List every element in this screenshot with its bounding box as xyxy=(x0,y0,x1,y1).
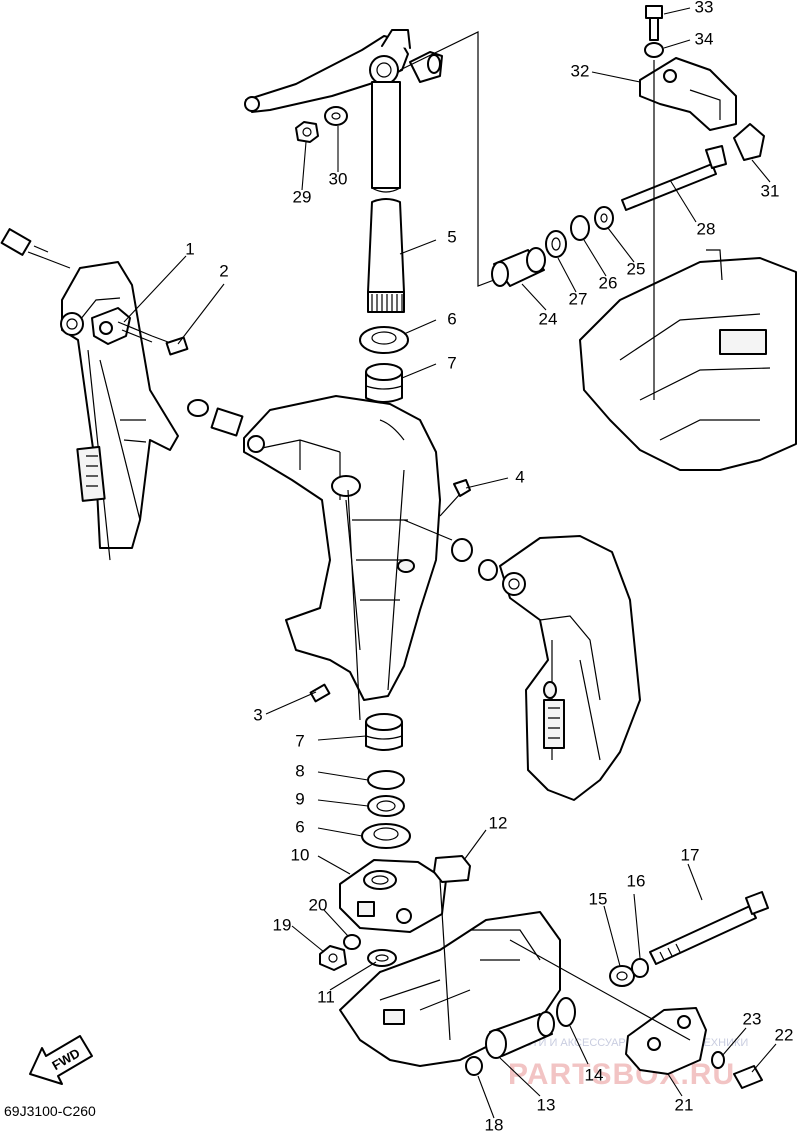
part-7-bushing-lower xyxy=(365,713,403,751)
callout-23: 23 xyxy=(743,1009,762,1028)
callout-16: 16 xyxy=(627,871,646,890)
part-25-washer xyxy=(594,206,614,230)
part-14-ring xyxy=(556,997,576,1027)
part-6-thrust-washer-upper xyxy=(359,326,409,354)
callout-17: 17 xyxy=(681,845,700,864)
callout-9: 9 xyxy=(295,789,304,808)
callout-34: 34 xyxy=(695,29,714,48)
callout-13: 13 xyxy=(537,1095,556,1114)
callout-numbers: 1234567789610111213141516171819202122232… xyxy=(185,0,793,1132)
callout-5: 5 xyxy=(447,227,456,246)
callout-26: 26 xyxy=(599,273,618,292)
callout-29: 29 xyxy=(293,187,312,206)
callout-18: 18 xyxy=(485,1115,504,1132)
part-27-washer xyxy=(545,230,567,258)
part-13-damper xyxy=(485,1011,555,1059)
part-19-nut xyxy=(319,945,347,971)
callout-4: 4 xyxy=(515,467,524,486)
tilt-tube-bushing xyxy=(187,399,498,581)
callout-6: 6 xyxy=(447,309,456,328)
part-5-steering-shaft xyxy=(367,81,405,313)
part-24-mount-damper xyxy=(491,247,546,287)
callout-1: 1 xyxy=(185,239,194,258)
part-17-bolt xyxy=(649,891,769,965)
callout-33: 33 xyxy=(695,0,714,16)
swivel-bracket xyxy=(243,395,441,701)
callout-3: 3 xyxy=(253,705,262,724)
part-31-cap xyxy=(733,123,765,161)
part-7-bushing-upper xyxy=(365,363,403,403)
watermark-logo: PARTSBOX.RU xyxy=(508,1058,735,1091)
part-15-washer xyxy=(609,965,635,987)
callout-11: 11 xyxy=(317,987,335,1006)
part-2-screw xyxy=(151,335,189,356)
upper-mount-base xyxy=(579,249,797,471)
callout-7: 7 xyxy=(295,731,304,750)
part-22-bolt xyxy=(733,1065,763,1089)
callout-14: 14 xyxy=(585,1065,604,1084)
part-26-washer xyxy=(570,215,590,241)
callout-15: 15 xyxy=(589,889,608,908)
callout-8: 8 xyxy=(295,761,304,780)
part-21-bracket xyxy=(625,1007,707,1075)
part-16-nut xyxy=(631,958,649,978)
part-10-lower-mount-bracket xyxy=(339,859,447,933)
trim-sensor-connector xyxy=(0,228,153,345)
callout-27: 27 xyxy=(569,289,588,308)
part-8-o-ring xyxy=(367,770,405,790)
callout-10: 10 xyxy=(291,845,310,864)
part-11-clip xyxy=(367,949,397,967)
leader-lines xyxy=(123,7,777,1119)
callout-6: 6 xyxy=(295,817,304,836)
callout-20: 20 xyxy=(309,895,328,914)
part-29-nut xyxy=(295,121,319,143)
right-clamp-bracket xyxy=(499,535,641,801)
callout-32: 32 xyxy=(571,61,590,80)
callout-22: 22 xyxy=(775,1025,794,1044)
callout-31: 31 xyxy=(761,181,780,200)
part-4-grease-nipple xyxy=(439,479,471,517)
callout-30: 30 xyxy=(329,169,348,188)
callout-7: 7 xyxy=(447,353,456,372)
fwd-arrow-icon: FWD xyxy=(29,1035,93,1085)
left-clamp-bracket xyxy=(60,261,179,561)
part-18-washer xyxy=(465,1056,483,1076)
part-9-washer xyxy=(367,795,405,817)
callout-2: 2 xyxy=(219,261,228,280)
part-30-washer xyxy=(324,106,348,126)
callout-21: 21 xyxy=(675,1095,694,1114)
callout-25: 25 xyxy=(627,259,646,278)
part-12-stopper xyxy=(433,855,471,883)
part-3-screw xyxy=(309,683,331,703)
part-34-washer xyxy=(644,42,664,58)
part-32-upper-mount-bracket xyxy=(639,57,737,131)
steering-arm xyxy=(244,29,443,113)
part-33-bolt xyxy=(645,5,663,41)
callout-12: 12 xyxy=(489,813,508,832)
part-20-washer xyxy=(343,934,361,950)
callout-24: 24 xyxy=(539,309,558,328)
callout-28: 28 xyxy=(697,219,716,238)
diagram-code: 69J3100-C260 xyxy=(4,1103,96,1119)
part-28-long-bolt xyxy=(621,145,727,211)
callout-19: 19 xyxy=(273,915,292,934)
part-6-thrust-washer-lower xyxy=(361,823,411,849)
part-23-washer xyxy=(711,1051,725,1069)
